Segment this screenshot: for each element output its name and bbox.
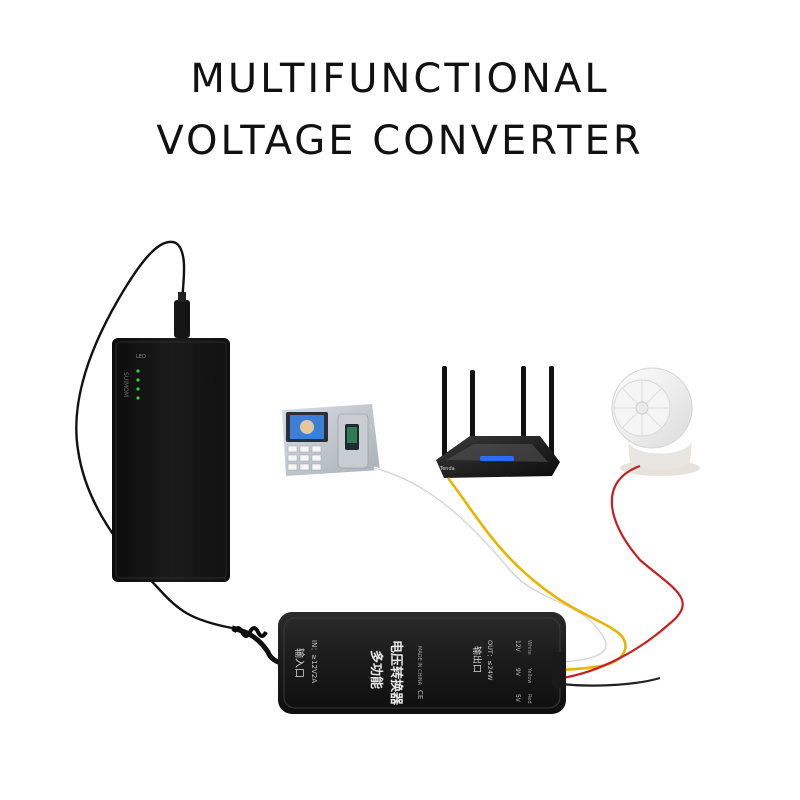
converter-output-spec: OUT：≤24W xyxy=(486,640,494,681)
converter-output-label: 输出口 xyxy=(471,646,483,673)
voltage-converter: 输入口 IN：≥12V2A 多功能 电压转换器 MADE IN CHINA CE… xyxy=(278,612,566,714)
headline-line-2: VOLTAGE CONVERTER xyxy=(156,118,644,164)
terminal-keypad xyxy=(287,445,322,471)
converter-made-in: MADE IN CHINA xyxy=(416,646,422,686)
router-antenna xyxy=(549,366,554,458)
input-cable xyxy=(231,625,285,667)
power-bank-plug xyxy=(174,300,190,338)
power-bank-brand-mark: SUIMOM xyxy=(122,372,129,397)
converter-ce-mark: CE xyxy=(416,690,424,699)
converter-voltage-12v: 12V xyxy=(514,640,521,653)
headline-line-1: MULTIFUNCTIONAL xyxy=(190,56,610,102)
converter-body xyxy=(278,612,566,714)
power-bank: LED SUIMOM xyxy=(75,240,233,630)
wifi-router: Tenda xyxy=(436,366,560,478)
headline: MULTIFUNCTIONAL VOLTAGE CONVERTER xyxy=(0,48,800,172)
router-antenna xyxy=(442,366,447,458)
power-bank-body xyxy=(112,338,230,582)
converter-input-spec: IN：≥12V2A xyxy=(310,640,318,683)
router-antenna xyxy=(521,366,526,458)
converter-wire-yellow: Yellow xyxy=(526,667,532,683)
converter-title-line-1: 多功能 xyxy=(368,650,384,689)
led-indicator xyxy=(136,378,140,382)
converter-voltage-9v: 9V xyxy=(514,668,521,677)
power-bank-output-cable xyxy=(75,240,233,630)
converter-title-line-2: 电压转换器 xyxy=(388,640,404,706)
converter-title: 多功能 电压转换器 MADE IN CHINA CE xyxy=(368,640,424,706)
converter-input-section: 输入口 IN：≥12V2A xyxy=(293,640,318,683)
output-wires xyxy=(373,464,684,687)
fingerprint-terminal xyxy=(282,404,380,476)
converter-voltage-5v: 5V xyxy=(514,694,521,703)
converter-output-section: 输出口 OUT：≤24W 12V White 9V Yellow 5V Red xyxy=(471,640,532,704)
wire-red xyxy=(561,464,684,680)
led-indicator xyxy=(136,387,140,391)
desk-fan xyxy=(611,367,700,476)
led-indicator xyxy=(136,396,140,400)
power-bank-led-label: LED xyxy=(136,354,146,360)
converter-wire-red: Red xyxy=(526,694,532,704)
converter-wire-white: White xyxy=(526,640,532,655)
converter-input-label: 输入口 xyxy=(293,648,306,678)
led-indicator xyxy=(136,369,140,373)
router-brand: Tenda xyxy=(439,466,455,472)
router-antenna xyxy=(470,370,475,456)
